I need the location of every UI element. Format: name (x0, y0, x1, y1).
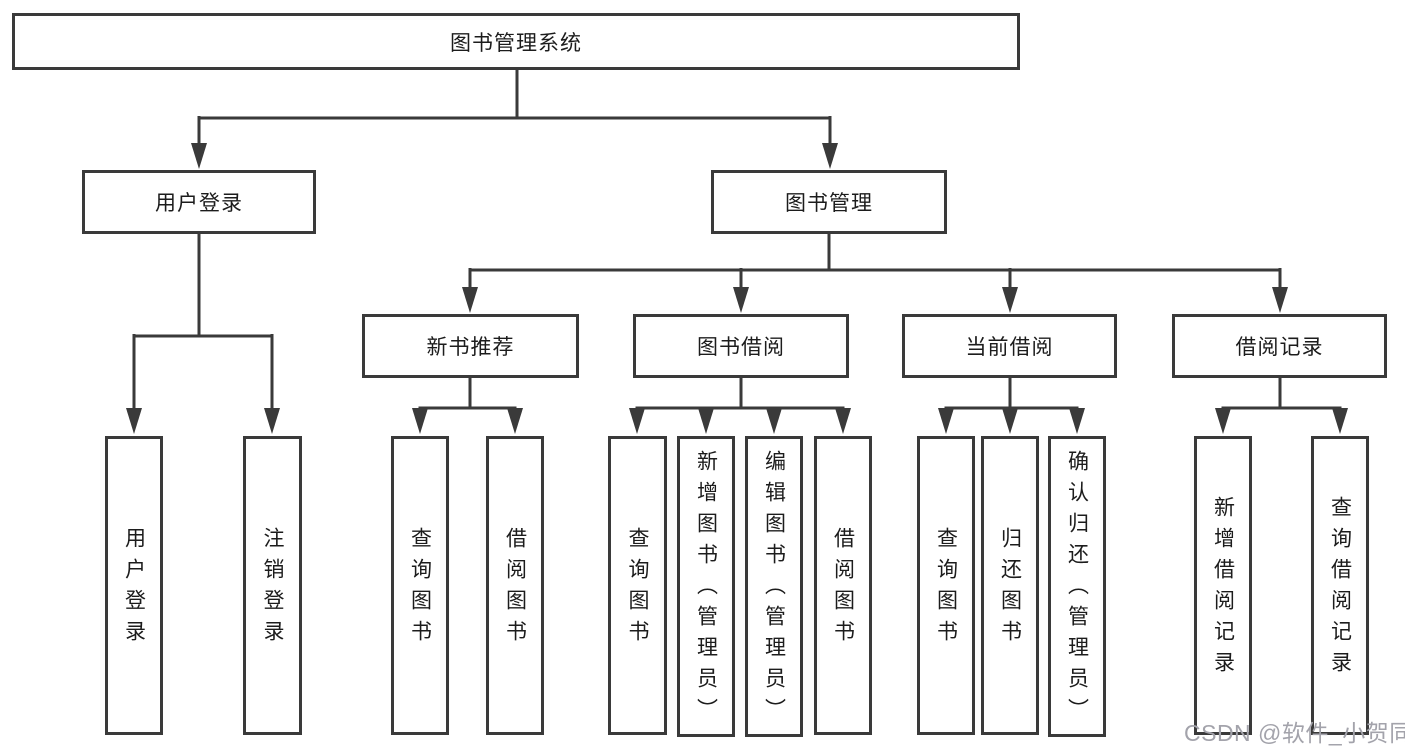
leaf-borrow-books-borrowing: 借阅图书 (814, 436, 872, 735)
branch-borrowing-records-connectors (1215, 378, 1348, 434)
arrow-down-icon (264, 408, 280, 434)
arrow-down-icon (766, 408, 782, 434)
leaf-query-borrowing-record: 查询借阅记录 (1311, 436, 1369, 735)
branch-new-book-connectors (412, 378, 523, 434)
branch-book-borrowing-connectors (629, 378, 851, 434)
arrow-down-icon (698, 408, 714, 434)
leaf-confirm-return-admin: 确认归还（管理员） (1048, 436, 1106, 737)
arrow-down-icon (1332, 408, 1348, 434)
branch-book-management-connectors (462, 234, 1288, 313)
node-book-management: 图书管理 (711, 170, 947, 234)
arrow-down-icon (1002, 408, 1018, 434)
node-user-login: 用户登录 (82, 170, 316, 234)
node-borrowing-records: 借阅记录 (1172, 314, 1387, 378)
leaf-add-borrowing-record: 新增借阅记录 (1194, 436, 1252, 735)
leaf-query-books-current: 查询图书 (917, 436, 975, 735)
arrow-down-icon (412, 408, 428, 434)
arrow-down-icon (822, 143, 838, 169)
arrow-down-icon (507, 408, 523, 434)
leaf-return-book: 归还图书 (981, 436, 1039, 735)
arrow-down-icon (462, 287, 478, 313)
branch-root-connectors (191, 70, 838, 169)
arrow-down-icon (1069, 408, 1085, 434)
branch-current-borrowing-connectors (938, 378, 1085, 434)
arrow-down-icon (1215, 408, 1231, 434)
leaf-add-book-admin: 新增图书（管理员） (677, 436, 735, 737)
leaf-query-books-borrowing: 查询图书 (608, 436, 667, 735)
arrow-down-icon (191, 143, 207, 169)
arrow-down-icon (938, 408, 954, 434)
arrow-down-icon (1002, 287, 1018, 313)
leaf-edit-book-admin: 编辑图书（管理员） (745, 436, 803, 737)
arrow-down-icon (1272, 287, 1288, 313)
arrow-down-icon (733, 287, 749, 313)
branch-user-login-connectors (126, 234, 280, 434)
leaf-borrow-books-recommend: 借阅图书 (486, 436, 544, 735)
leaf-user-login: 用户登录 (105, 436, 163, 735)
node-current-borrowing: 当前借阅 (902, 314, 1117, 378)
node-library-management-system: 图书管理系统 (12, 13, 1020, 70)
arrow-down-icon (126, 408, 142, 434)
arrow-down-icon (629, 408, 645, 434)
node-new-book-recommendation: 新书推荐 (362, 314, 579, 378)
arrow-down-icon (835, 408, 851, 434)
leaf-logout: 注销登录 (243, 436, 302, 735)
csdn-watermark: CSDN @软件_小贺同学 (1184, 720, 1405, 746)
leaf-query-books-recommend: 查询图书 (391, 436, 449, 735)
node-book-borrowing: 图书借阅 (633, 314, 849, 378)
